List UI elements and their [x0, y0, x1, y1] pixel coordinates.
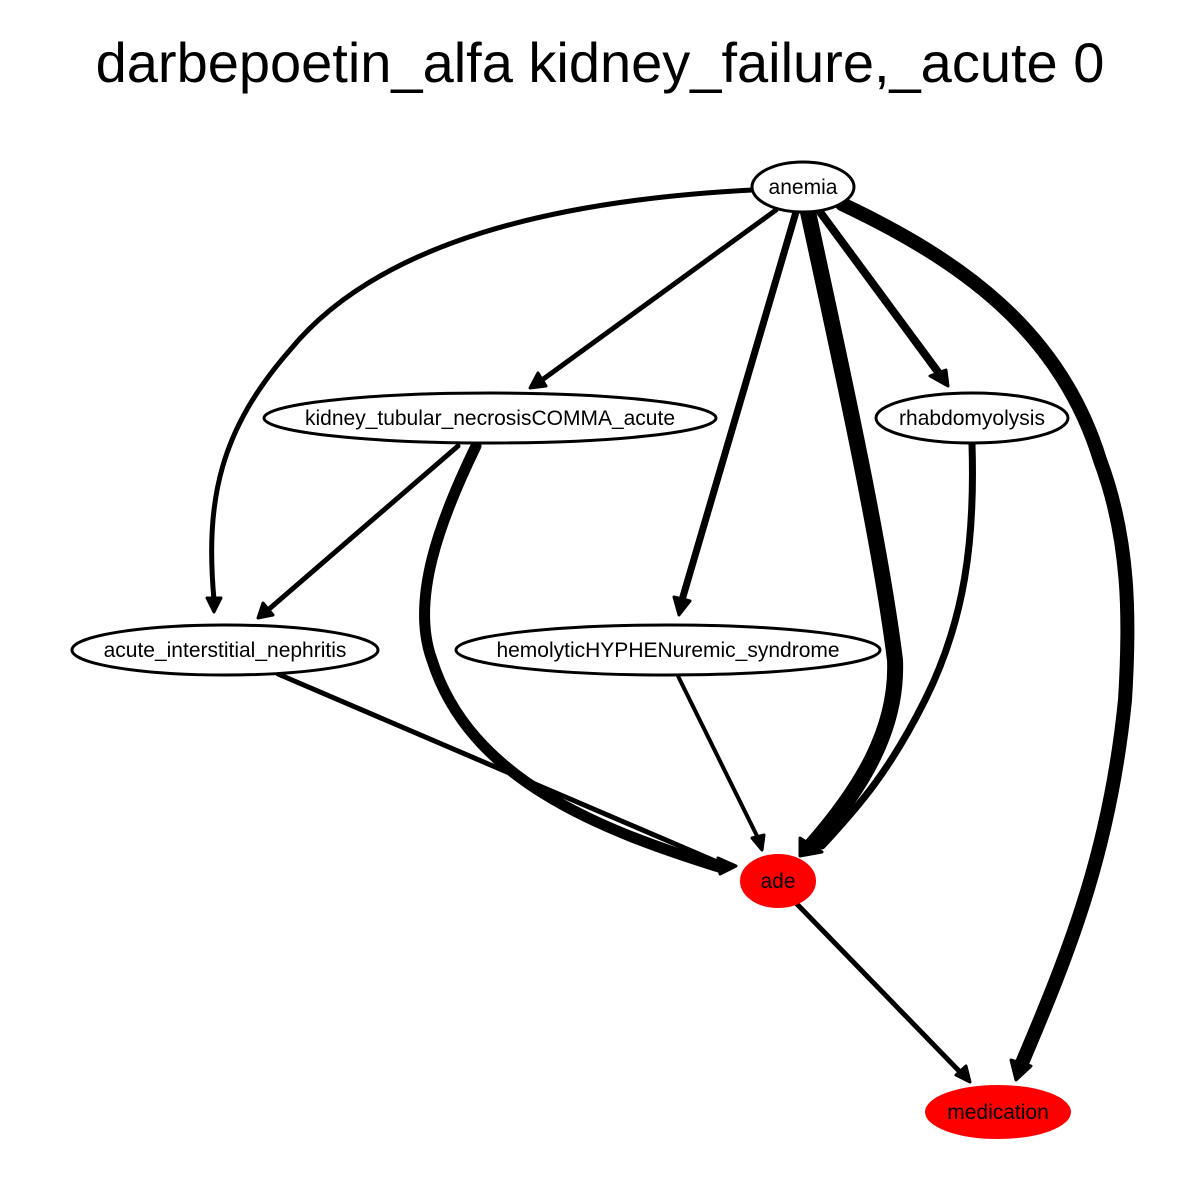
- node-anemia-label: anemia: [769, 176, 838, 199]
- node-hemolytic-uremic-syndrome-label: hemolyticHYPHENuremic_syndrome: [496, 639, 839, 662]
- edge-kidney-tubular-necrosis-to-ade: [419, 440, 728, 874]
- node-rhabdomyolysis: rhabdomyolysis: [874, 391, 1070, 445]
- edge-anemia-to-kidney-tubular-necrosis: [539, 207, 779, 383]
- node-ade-label: ade: [760, 870, 795, 893]
- arrowhead-anemia-to-kidney-tubular-necrosis: [528, 371, 548, 390]
- arrowhead-anemia-to-medication: [1009, 1058, 1033, 1082]
- edge-acute-interstitial-nephritis-to-ade: [275, 671, 725, 867]
- edge-anemia-to-rhabdomyolysis: [816, 208, 942, 376]
- edge-anemia-to-medication: [835, 197, 1135, 1070]
- node-medication-label: medication: [947, 1101, 1049, 1124]
- arrowhead-anemia-to-acute-interstitial-nephritis: [205, 596, 223, 614]
- arrowhead-hemolytic-uremic-syndrome-to-ade: [750, 833, 766, 852]
- node-acute-interstitial-nephritis: acute_interstitial_nephritis: [70, 623, 380, 677]
- edge-anemia-to-ade: [800, 204, 904, 853]
- edges-layer: [205, 187, 1135, 1084]
- arrowhead-anemia-to-ade: [798, 836, 824, 858]
- node-kidney-tubular-necrosis: kidney_tubular_necrosisCOMMA_acute: [262, 391, 718, 445]
- node-kidney-tubular-necrosis-label: kidney_tubular_necrosisCOMMA_acute: [305, 407, 675, 430]
- edge-ade-to-medication: [792, 899, 965, 1077]
- edge-kidney-tubular-necrosis-to-acute-interstitial-nephritis: [265, 443, 461, 613]
- arrowhead-kidney-tubular-necrosis-to-acute-interstitial-nephritis: [256, 601, 275, 620]
- diagram-title: darbepoetin_alfa kidney_failure,_acute 0: [96, 31, 1105, 94]
- arrowhead-anemia-to-hemolytic-uremic-syndrome: [672, 595, 692, 617]
- edge-hemolytic-uremic-syndrome-to-ade: [676, 674, 760, 840]
- node-acute-interstitial-nephritis-label: acute_interstitial_nephritis: [104, 639, 347, 662]
- edge-anemia-to-hemolytic-uremic-syndrome: [678, 208, 800, 604]
- node-hemolytic-uremic-syndrome: hemolyticHYPHENuremic_syndrome: [454, 623, 882, 677]
- node-anemia: anemia: [750, 160, 856, 214]
- arrowhead-anemia-to-rhabdomyolysis: [928, 368, 950, 388]
- node-rhabdomyolysis-label: rhabdomyolysis: [899, 407, 1045, 430]
- node-medication: medication: [925, 1085, 1071, 1139]
- edge-rhabdomyolysis-to-ade: [818, 440, 976, 850]
- arrowhead-ade-to-medication: [954, 1064, 972, 1084]
- node-ade: ade: [740, 854, 816, 908]
- nodes-layer: anemia kidney_tubular_necrosisCOMMA_acut…: [70, 160, 1071, 1139]
- edge-anemia-to-acute-interstitial-nephritis: [209, 187, 755, 603]
